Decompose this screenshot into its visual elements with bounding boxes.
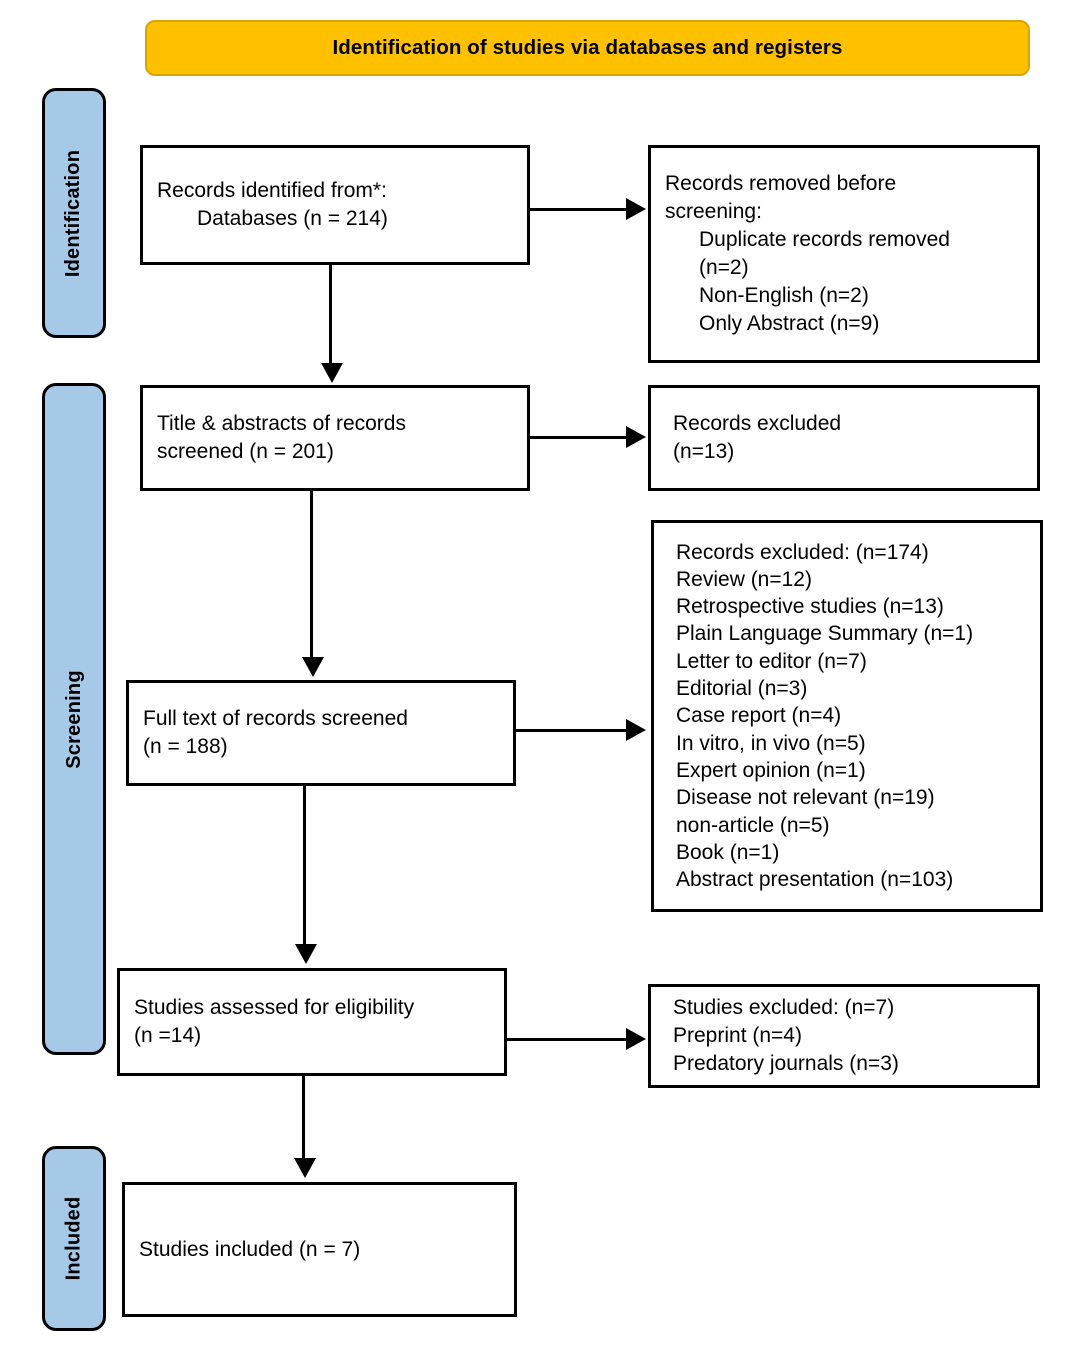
connector-fulltext-to-reasons	[516, 729, 630, 732]
box-line: screened (n = 201)	[157, 440, 334, 463]
box-line: Records identified from*:	[157, 179, 387, 203]
stage-bar-identification: Identification	[42, 88, 106, 338]
box-line: Plain Language Summary (n=1)	[676, 622, 974, 646]
box-line: (n=2)	[699, 256, 749, 279]
box-line: non-article (n=5)	[676, 813, 830, 837]
box-studies-assessed-eligibility: Studies assessed for eligibility (n =14)	[117, 968, 507, 1076]
connector-screened-to-excluded	[530, 436, 630, 439]
box-line: (n = 188)	[143, 735, 228, 758]
box-line: Duplicate records removed	[699, 228, 950, 252]
box-studies-included: Studies included (n = 7)	[122, 1182, 517, 1317]
box-line: Full text of records screened	[143, 707, 408, 731]
stage-bar-included: Included	[42, 1146, 106, 1331]
box-line: Records excluded	[673, 412, 842, 436]
stage-label-included: Included	[62, 1196, 85, 1281]
header-title: Identification of studies via databases …	[332, 36, 843, 59]
arrow-down-icon	[294, 1158, 316, 1178]
connector-identified-to-removed	[530, 208, 630, 211]
box-line: Editorial (n=3)	[676, 677, 808, 701]
box-line: Non-English (n=2)	[699, 283, 869, 307]
box-line: Studies assessed for eligibility	[134, 996, 415, 1020]
box-line: Letter to editor (n=7)	[676, 649, 867, 673]
stage-label-identification: Identification	[62, 149, 85, 277]
box-line: (n =14)	[134, 1024, 202, 1047]
removed-colon: :	[756, 200, 762, 224]
header-banner: Identification of studies via databases …	[145, 20, 1030, 76]
box-records-removed-before-screening: Records removed before screening: Duplic…	[648, 145, 1040, 363]
arrow-right-icon	[626, 1028, 646, 1050]
box-line: Studies included (n = 7)	[139, 1237, 361, 1261]
arrow-down-icon	[302, 657, 324, 677]
box-studies-excluded: Studies excluded: (n=7) Preprint (n=4) P…	[648, 984, 1040, 1088]
box-line: Only Abstract (n=9)	[699, 311, 880, 335]
box-line-lead: Records removed before	[665, 170, 1023, 198]
box-line: Book (n=1)	[676, 840, 780, 864]
box-line: Records excluded: (n=174)	[676, 540, 929, 564]
connector-screened-to-fulltext	[310, 491, 313, 659]
connector-eligibility-to-included	[302, 1076, 305, 1160]
removed-italic-screening: screening	[665, 200, 757, 224]
connector-eligibility-to-excluded	[507, 1038, 630, 1041]
box-fulltext-exclusion-reasons: Records excluded: (n=174) Review (n=12) …	[651, 520, 1043, 912]
box-line-lead2: screening:	[665, 198, 1023, 226]
box-title-abstracts-screened: Title & abstracts of records screened (n…	[140, 385, 530, 491]
connector-fulltext-to-eligibility	[303, 786, 306, 946]
arrow-down-icon	[321, 363, 343, 383]
removed-italic-before: before	[836, 172, 897, 196]
box-records-identified: Records identified from*: Databases (n =…	[140, 145, 530, 265]
arrow-right-icon	[626, 426, 646, 448]
box-line: Disease not relevant (n=19)	[676, 786, 935, 810]
arrow-right-icon	[626, 719, 646, 741]
box-line: Case report (n=4)	[676, 704, 842, 728]
removed-lead-text: Records removed	[665, 172, 837, 196]
box-line: Retrospective studies (n=13)	[676, 595, 944, 619]
box-line: Abstract presentation (n=103)	[676, 868, 954, 892]
stage-bar-screening: Screening	[42, 383, 106, 1055]
box-line: In vitro, in vivo (n=5)	[676, 731, 866, 755]
box-line: Studies excluded: (n=7)	[673, 996, 895, 1020]
box-line: Preprint (n=4)	[673, 1024, 802, 1048]
stage-label-screening: Screening	[62, 669, 85, 769]
box-line: Predatory journals (n=3)	[673, 1051, 899, 1075]
box-line: Review (n=12)	[676, 567, 812, 591]
box-fulltext-screened: Full text of records screened (n = 188)	[126, 680, 516, 786]
box-line: Databases (n = 214)	[197, 207, 388, 230]
box-records-excluded: Records excluded (n=13)	[648, 385, 1040, 491]
arrow-down-icon	[295, 944, 317, 964]
connector-identified-to-screened	[329, 265, 332, 365]
arrow-right-icon	[626, 198, 646, 220]
box-line: (n=13)	[673, 440, 735, 463]
box-line: Expert opinion (n=1)	[676, 758, 866, 782]
box-line: Title & abstracts of records	[157, 412, 406, 436]
